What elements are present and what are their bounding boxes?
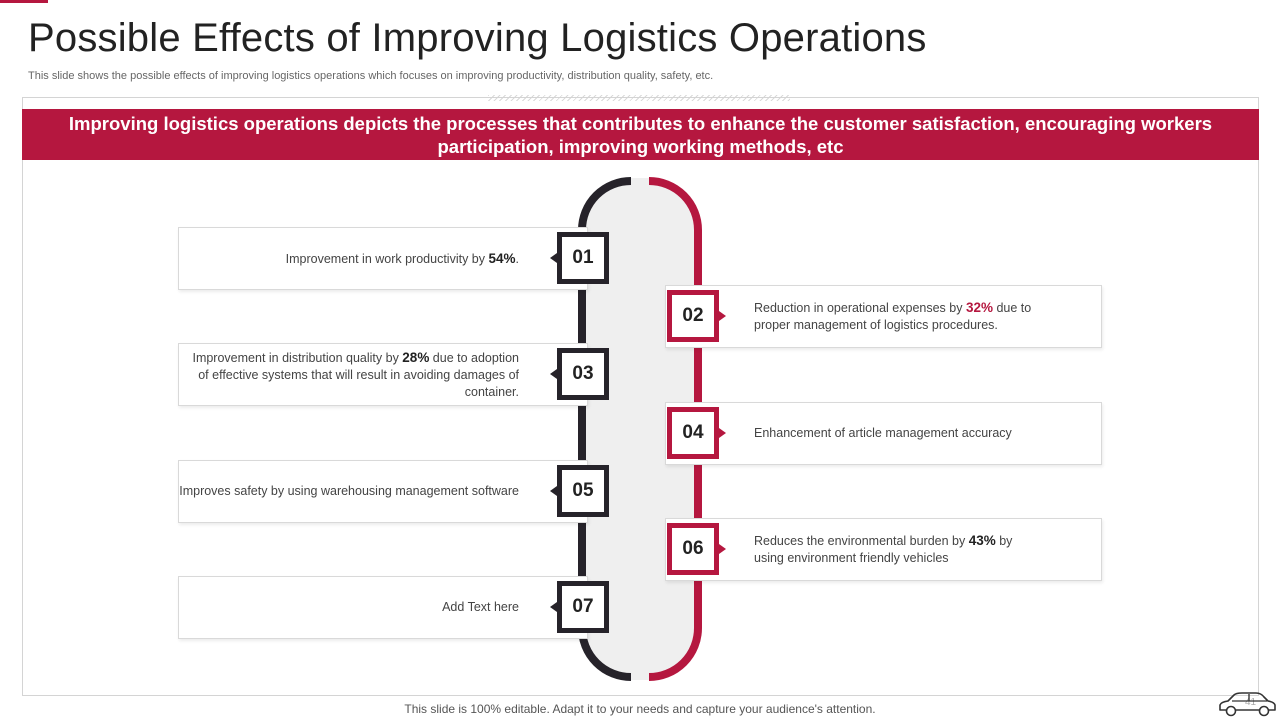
footer-note: This slide is 100% editable. Adapt it to… xyxy=(404,702,876,716)
step-number-06: 06 xyxy=(667,523,726,575)
page-number: 41 xyxy=(1245,697,1257,708)
effect-card-02: Reduction in operational expenses by 32%… xyxy=(665,285,1102,348)
effect-text-06: Reduces the environmental burden by 43% … xyxy=(754,533,1013,565)
accent-strip xyxy=(0,0,48,3)
effect-text-07: Add Text here xyxy=(442,600,519,614)
step-number-01: 01 xyxy=(550,232,609,284)
effect-card-05: Improves safety by using warehousing man… xyxy=(178,460,588,523)
effect-card-06: Reduces the environmental burden by 43% … xyxy=(665,518,1102,581)
effect-text-05: Improves safety by using warehousing man… xyxy=(179,484,519,498)
step-number-05: 05 xyxy=(550,465,609,517)
step-number-04: 04 xyxy=(667,407,726,459)
effect-card-04: Enhancement of article management accura… xyxy=(665,402,1102,465)
effect-text-01: Improvement in work productivity by 54%. xyxy=(285,250,519,266)
effect-card-03: Improvement in distribution quality by 2… xyxy=(178,343,588,406)
step-number-02: 02 xyxy=(667,290,726,342)
effect-text-04: Enhancement of article management accura… xyxy=(754,426,1012,440)
car-outline-icon xyxy=(1219,692,1276,717)
decorative-hatch xyxy=(488,95,790,101)
step-number-07: 07 xyxy=(550,581,609,633)
spine-dark-arc xyxy=(578,177,632,681)
content-frame xyxy=(22,97,1259,696)
effect-text-03: Improvement in distribution quality by 2… xyxy=(192,349,519,399)
page-title: Possible Effects of Improving Logistics … xyxy=(28,16,927,60)
page-subtitle: This slide shows the possible effects of… xyxy=(28,70,714,82)
effect-text-02: Reduction in operational expenses by 32%… xyxy=(754,300,1032,332)
effect-card-07: Add Text here xyxy=(178,576,588,639)
banner-line-2: participation, improving working methods… xyxy=(437,136,844,157)
banner-line-1: Improving logistics operations depicts t… xyxy=(68,113,1213,134)
summary-banner: Improving logistics operations depicts t… xyxy=(22,109,1259,160)
step-number-03: 03 xyxy=(550,348,609,400)
effect-card-01: Improvement in work productivity by 54%. xyxy=(178,227,588,290)
